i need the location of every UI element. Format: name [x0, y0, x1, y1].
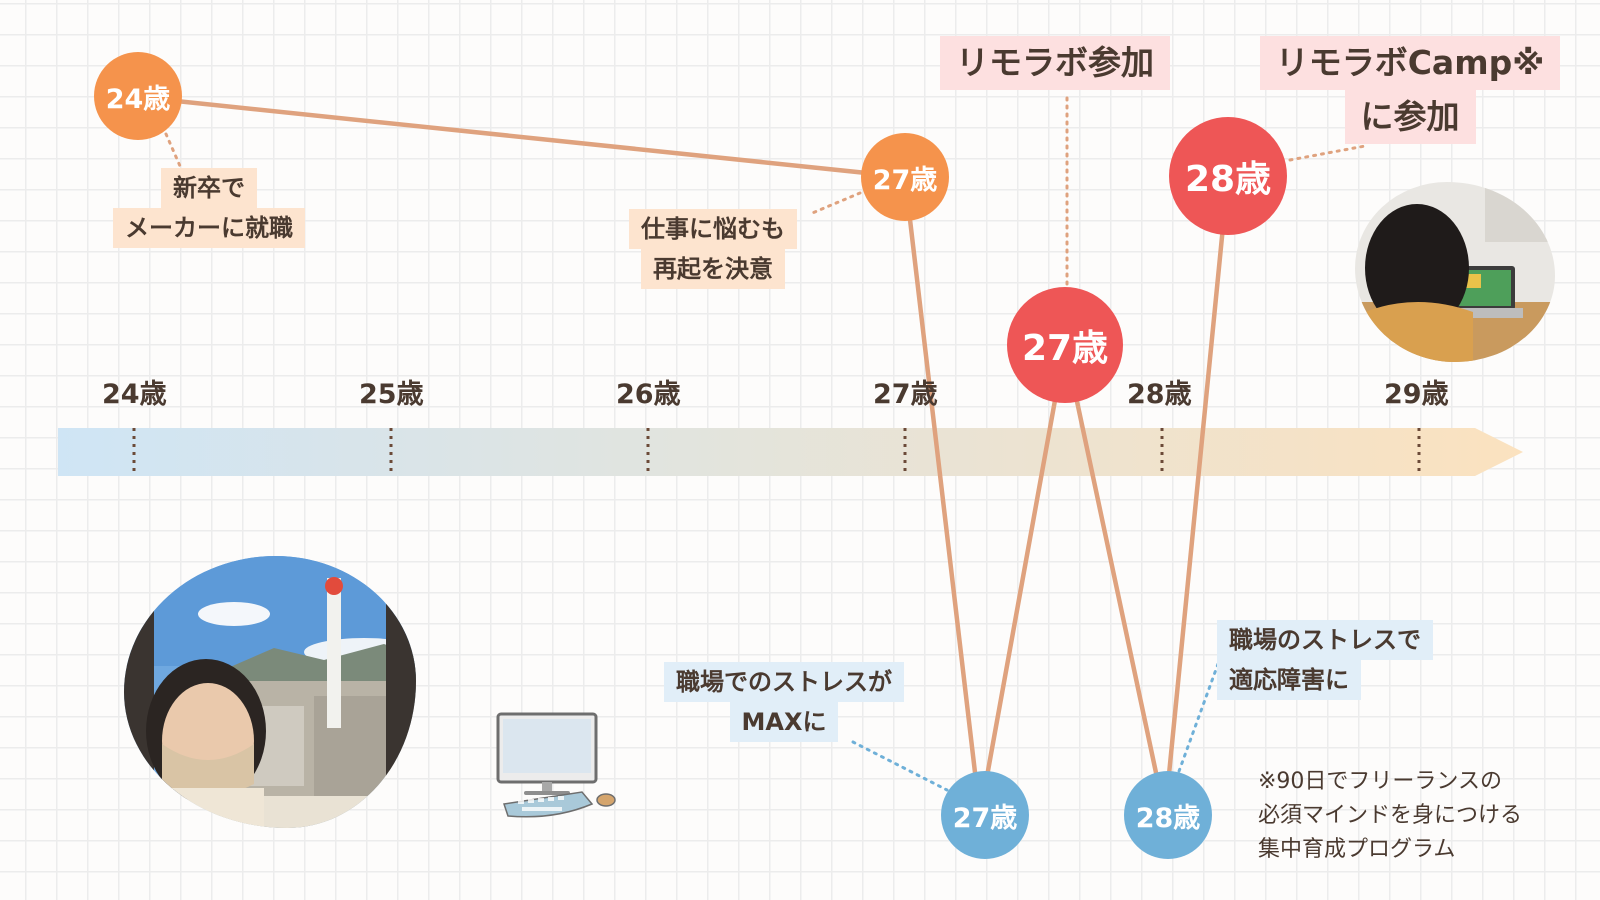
event-label-new-graduate: 新卒で メーカーに就職: [90, 168, 328, 248]
timeline-arrow: [58, 428, 1523, 476]
age-bubble-24-start: 24歳: [94, 52, 182, 140]
journey-line: [135, 94, 1231, 818]
event-label-line: 職場のストレスで: [1217, 620, 1433, 660]
footnote-line: 必須マインドを身につける: [1258, 803, 1523, 828]
computer-illustration: [494, 712, 626, 822]
leader-lines: [164, 96, 1367, 792]
event-label-line: メーカーに就職: [113, 208, 305, 248]
axis-tick-label: 25歳: [359, 379, 424, 410]
event-label-line: 仕事に悩むも: [629, 209, 797, 249]
event-label-resolve: 仕事に悩むも 再起を決意: [608, 209, 818, 289]
footnote-line: ※90日でフリーランスの: [1258, 769, 1502, 794]
event-label-line: リモラボ参加: [940, 36, 1170, 90]
event-label-line: 適応障害に: [1217, 660, 1361, 700]
axis-tick-label: 29歳: [1384, 379, 1449, 410]
event-label-line: 新卒で: [161, 168, 257, 208]
age-bubble-28-disorder: 28歳: [1124, 771, 1212, 859]
event-label-remolabo-camp: リモラボCamp※ に参加: [1255, 36, 1565, 144]
event-label-stress-max: 職場でのストレスが MAXに: [634, 662, 934, 742]
event-label-line: リモラボCamp※: [1259, 36, 1561, 90]
event-label-line: MAXに: [729, 702, 839, 742]
axis-tick-label: 24歳: [102, 379, 167, 410]
age-bubble-27-decision: 27歳: [861, 133, 949, 221]
age-bubble-27-join: 27歳: [1007, 287, 1123, 403]
axis-tick-label: 27歳: [873, 379, 938, 410]
footnote-line: 集中育成プログラム: [1258, 837, 1456, 862]
footnote: ※90日でフリーランスの 必須マインドを身につける 集中育成プログラム: [1258, 765, 1522, 867]
age-bubble-28-camp: 28歳: [1169, 117, 1287, 235]
tick-marks: [132, 428, 1421, 476]
axis-tick-label: 26歳: [616, 379, 681, 410]
event-label-remolabo-join: リモラボ参加: [940, 36, 1170, 90]
event-label-line: 再起を決意: [641, 249, 785, 289]
person-at-laptop-photo: [1355, 182, 1555, 362]
age-bubble-27-stress: 27歳: [941, 771, 1029, 859]
event-label-line: 職場でのストレスが: [664, 662, 904, 702]
event-label-line: に参加: [1344, 90, 1476, 144]
axis-tick-label: 28歳: [1127, 379, 1192, 410]
event-label-adjustment-disorder: 職場のストレスで 適応障害に: [1217, 620, 1433, 700]
